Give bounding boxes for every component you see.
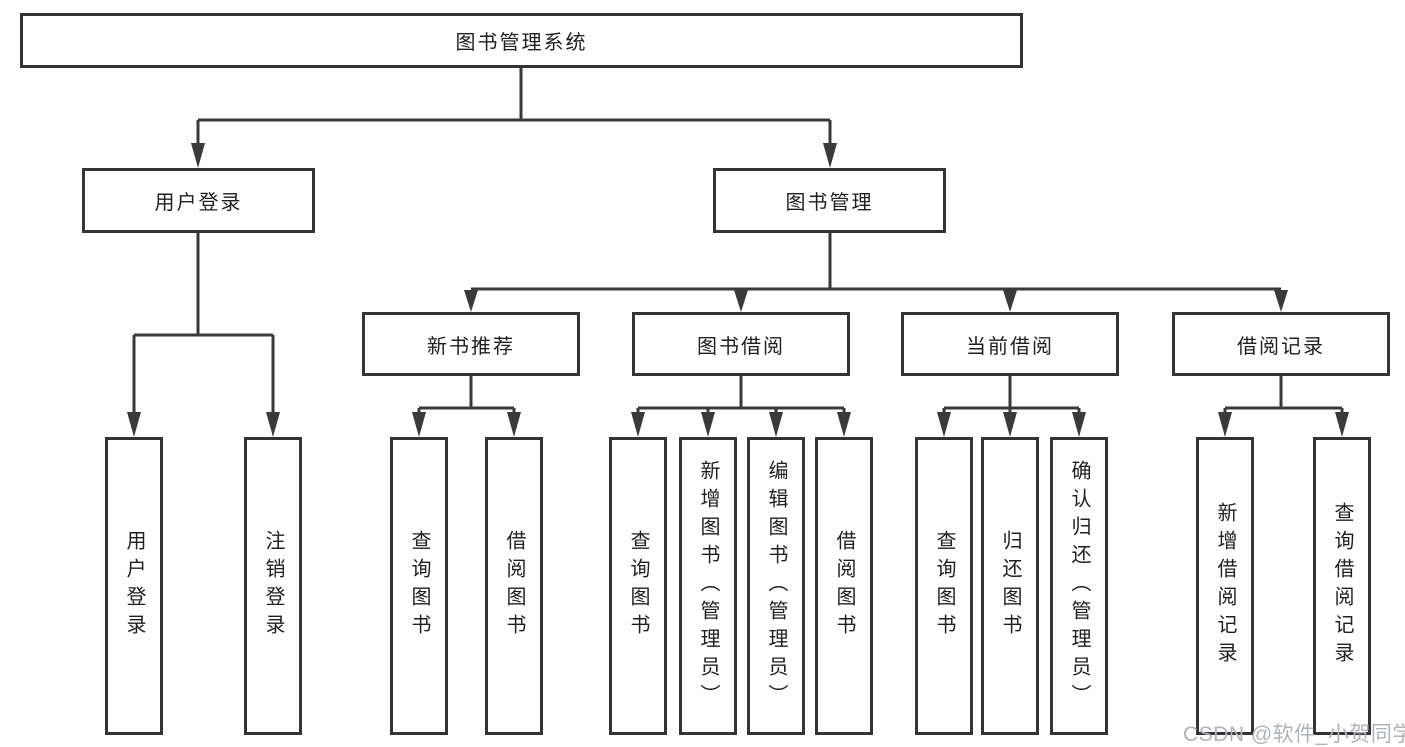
leaf-return-book: 归还图书 (981, 437, 1039, 735)
leaf-query-books-recommend: 查询图书 (390, 437, 448, 735)
leaf-borrow-books-recommend-label: 借阅图书 (503, 530, 525, 642)
node-new-book-recommend-label: 新书推荐 (427, 335, 515, 358)
leaf-user-login: 用户登录 (105, 437, 163, 735)
arrowheads (127, 143, 1349, 437)
leaf-query-books-current: 查询图书 (915, 437, 973, 735)
node-root-label: 图书管理系统 (455, 32, 588, 54)
leaf-edit-book-admin: 编辑图书（管理员） (747, 437, 805, 735)
node-current-borrow-label: 当前借阅 (966, 335, 1054, 358)
node-book-management-label: 图书管理 (785, 192, 874, 214)
leaf-query-borrow-record-label: 查询借阅记录 (1331, 502, 1353, 670)
node-current-borrow: 当前借阅 (901, 312, 1119, 376)
node-book-borrow: 图书借阅 (632, 312, 850, 376)
leaf-borrow-books: 借阅图书 (815, 437, 873, 735)
leaf-add-book-admin: 新增图书（管理员） (679, 437, 737, 735)
leaf-add-borrow-record: 新增借阅记录 (1196, 437, 1254, 735)
leaf-borrow-books-recommend: 借阅图书 (485, 437, 543, 735)
node-root: 图书管理系统 (20, 13, 1023, 68)
node-book-borrow-label: 图书借阅 (697, 335, 785, 358)
leaf-confirm-return-admin: 确认归还（管理员） (1050, 437, 1108, 735)
leaf-query-books-borrow-label: 查询图书 (627, 530, 649, 642)
node-book-management: 图书管理 (713, 168, 946, 233)
node-user-login-label: 用户登录 (154, 192, 243, 214)
leaf-query-books-current-label: 查询图书 (933, 530, 955, 642)
node-borrow-records: 借阅记录 (1172, 312, 1390, 376)
leaf-confirm-return-admin-label: 确认归还（管理员） (1068, 460, 1090, 712)
leaf-logout: 注销登录 (244, 437, 302, 735)
node-user-login: 用户登录 (82, 168, 315, 233)
leaf-edit-book-admin-label: 编辑图书（管理员） (765, 460, 787, 712)
leaf-query-books-recommend-label: 查询图书 (408, 530, 430, 642)
leaf-logout-label: 注销登录 (262, 530, 284, 642)
leaf-query-books-borrow: 查询图书 (609, 437, 667, 735)
leaf-query-borrow-record: 查询借阅记录 (1313, 437, 1371, 735)
leaf-add-book-admin-label: 新增图书（管理员） (697, 460, 719, 712)
node-new-book-recommend: 新书推荐 (362, 312, 580, 376)
leaf-return-book-label: 归还图书 (999, 530, 1021, 642)
leaf-add-borrow-record-label: 新增借阅记录 (1214, 502, 1236, 670)
leaf-user-login-label: 用户登录 (123, 530, 145, 642)
node-borrow-records-label: 借阅记录 (1237, 335, 1325, 358)
leaf-borrow-books-label: 借阅图书 (833, 530, 855, 642)
csdn-watermark: CSDN @软件_小贺同学 (1183, 723, 1405, 746)
